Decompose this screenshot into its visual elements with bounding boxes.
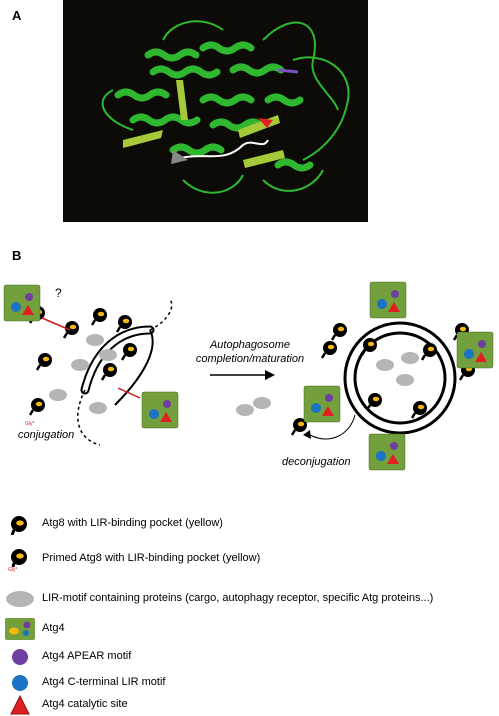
- panel-b-label: B: [12, 248, 22, 263]
- legend-text-lir-motif: Atg4 C-terminal LIR motif: [42, 676, 166, 688]
- legend-text-apear: Atg4 APEAR motif: [42, 650, 132, 662]
- atg8-icon: [10, 516, 27, 535]
- lir-protein: [236, 404, 254, 416]
- primed-atg8-icon: [11, 549, 27, 568]
- legend-row-catalytic: Atg4 catalytic site: [0, 694, 499, 716]
- atg8: [90, 306, 109, 327]
- legend-row-apear: Atg4 APEAR motif: [0, 646, 499, 668]
- maturation-label-line1: Autophagosome: [209, 339, 291, 351]
- lir-motif-icon: [12, 675, 28, 691]
- lir-protein: [253, 397, 271, 409]
- conjugation-label: conjugation: [18, 429, 75, 441]
- atg4-icon: [5, 618, 35, 640]
- lir-protein: [89, 402, 107, 414]
- panel-a-label: A: [12, 8, 22, 23]
- atg4: [303, 385, 341, 423]
- legend-text-atg8: Atg8 with LIR-binding pocket (yellow): [42, 517, 223, 529]
- maturation-label: Autophagosome completion/maturation: [195, 338, 305, 366]
- lir-protein-icon: [6, 591, 34, 607]
- legend-text-catalytic: Atg4 catalytic site: [42, 698, 128, 710]
- apear-motif-icon: [12, 649, 28, 665]
- atg4: [141, 391, 179, 429]
- legend-row-atg8: Atg8 with LIR-binding pocket (yellow): [0, 513, 499, 535]
- atg8: [320, 339, 339, 360]
- primed-atg8: [28, 396, 47, 417]
- legend-row-lir-protein: LIR-motif containing proteins (cargo, au…: [0, 588, 499, 610]
- legend-text-lir-protein: LIR-motif containing proteins (cargo, au…: [42, 592, 434, 604]
- atg8: [420, 341, 439, 362]
- atg8: [35, 351, 54, 372]
- atg8: [100, 361, 119, 382]
- autophagosome-outer-membrane: [343, 321, 457, 435]
- autophagosome-inner-membrane: [353, 331, 447, 425]
- lir-protein: [86, 334, 104, 346]
- atg8: [360, 336, 379, 357]
- atg8: [365, 391, 384, 412]
- legend-row-lir-motif: Atg4 C-terminal LIR motif: [0, 672, 499, 694]
- gly-label: Gly*: [25, 421, 35, 427]
- lir-protein: [401, 352, 419, 364]
- autophagosome-diagram: ? Gly* conjugation Autophagosome complet…: [0, 270, 499, 480]
- atg8: [62, 319, 81, 340]
- maturation-label-line2: completion/maturation: [195, 353, 305, 365]
- lir-protein: [71, 359, 89, 371]
- atg8: [330, 321, 349, 342]
- deconjugation-label: deconjugation: [282, 456, 351, 468]
- atg8: [120, 341, 139, 362]
- atg4: [369, 281, 407, 319]
- protein-structure-image: [63, 0, 368, 222]
- legend-text-primed-atg8: Primed Atg8 with LIR-binding pocket (yel…: [42, 552, 261, 564]
- legend-row-atg4: Atg4: [0, 618, 499, 640]
- atg4: [456, 331, 494, 369]
- lir-protein: [396, 374, 414, 386]
- question-mark: ?: [55, 286, 62, 300]
- atg4: [3, 284, 41, 322]
- lir-protein: [376, 359, 394, 371]
- catalytic-site-icon: [10, 694, 30, 715]
- legend-row-primed-atg8: Primed Atg8 with LIR-binding pocket (yel…: [0, 548, 499, 573]
- lir-protein: [49, 389, 67, 401]
- atg4: [368, 433, 406, 471]
- legend-gly-label: Gly*: [8, 567, 18, 573]
- legend-text-atg4: Atg4: [42, 622, 65, 634]
- lir-protein: [99, 349, 117, 361]
